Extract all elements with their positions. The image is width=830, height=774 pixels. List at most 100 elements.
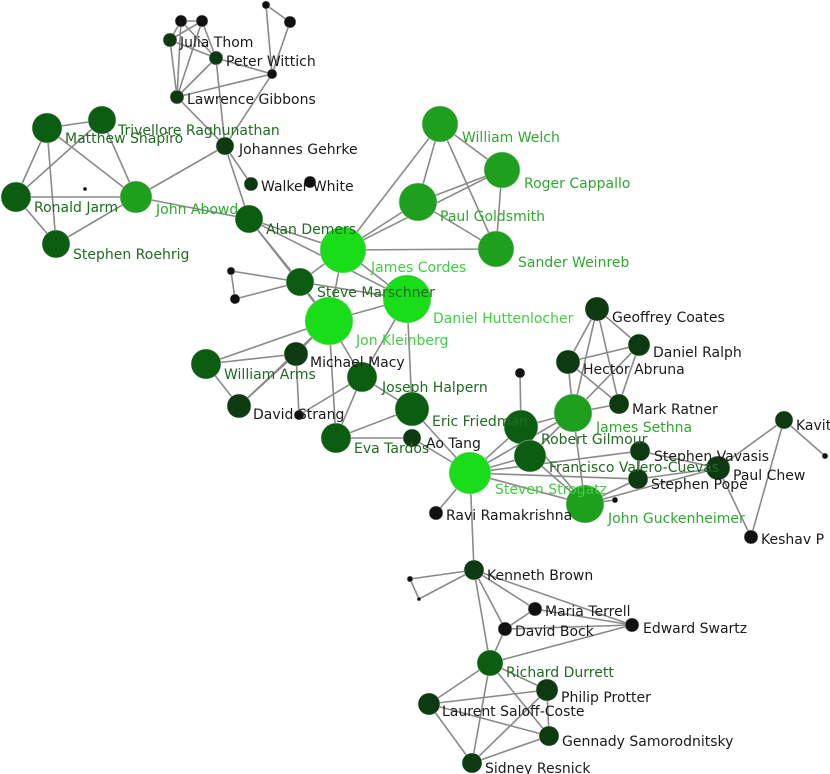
edge-a1-lawrence-gibbons (176, 20, 182, 98)
edge-a5-johannes-gehrke (224, 73, 273, 147)
node-sander-weinreb[interactable] (477, 230, 515, 268)
node-david-bock[interactable] (497, 621, 513, 637)
node-paul-chew[interactable] (705, 455, 731, 481)
node-label-john-abowd: John Abowd (155, 202, 238, 218)
node-john-abowd[interactable] (119, 180, 153, 214)
node-label-eric-friedman: Eric Friedman (432, 414, 528, 430)
node-sidney-resnick[interactable] (461, 752, 483, 774)
node-label-david-bock: David Bock (515, 624, 595, 640)
node-label-ronald-jarm: Ronald Jarm (34, 200, 118, 216)
unlabeled-node[interactable] (229, 293, 241, 305)
node-julia-thom[interactable] (162, 32, 178, 48)
unlabeled-node[interactable] (821, 452, 829, 460)
unlabeled-node[interactable] (303, 175, 317, 189)
node-label-richard-durrett: Richard Durrett (506, 665, 614, 681)
node-william-welch[interactable] (421, 105, 459, 143)
unlabeled-node[interactable] (174, 14, 188, 28)
edge-kenneth-brown-maria-terrell (473, 569, 536, 610)
edge-sander-weinreb-james-cordes (342, 248, 497, 251)
edge-steven-strogatz-stephen-pope (469, 472, 639, 480)
node-peter-wittich[interactable] (208, 50, 224, 66)
node-label-robert-gilmour: Robert Gilmour (541, 432, 648, 448)
unlabeled-node[interactable] (283, 15, 297, 29)
edge-kenneth-brown-david-bock (473, 569, 506, 630)
node-stephen-pope[interactable] (627, 468, 649, 490)
node-kavita[interactable] (774, 410, 794, 430)
node-roger-cappallo[interactable] (483, 151, 521, 189)
node-steve-marschner[interactable] (285, 267, 315, 297)
node-james-sethna[interactable] (553, 393, 593, 433)
node-ronald-jarm[interactable] (0, 181, 32, 213)
node-label-lawrence-gibbons: Lawrence Gibbons (187, 92, 316, 108)
node-paul-goldsmith[interactable] (398, 182, 438, 222)
node-ravi-ramakrishna[interactable] (428, 505, 444, 521)
node-philip-protter[interactable] (535, 678, 559, 702)
node-label-walker-white: Walker White (261, 179, 354, 195)
node-laurent-saloff-coste[interactable] (417, 692, 441, 716)
node-daniel-huttenlocher[interactable] (382, 274, 432, 324)
unlabeled-node[interactable] (611, 496, 619, 504)
edge-a1-peter-wittich (180, 20, 217, 59)
node-label-joseph-halpern: Joseph Halpern (381, 380, 488, 396)
edge-david-bock-edward-swartz (504, 624, 633, 630)
node-label-alan-demers: Alan Demers (266, 222, 356, 238)
unlabeled-node[interactable] (266, 68, 278, 80)
node-alan-demers[interactable] (234, 204, 264, 234)
node-edward-swartz[interactable] (624, 617, 640, 633)
node-stephen-roehrig[interactable] (41, 229, 71, 259)
node-daniel-ralph[interactable] (627, 333, 651, 357)
unlabeled-node[interactable] (293, 409, 305, 421)
node-geoffrey-coates[interactable] (584, 296, 610, 322)
node-hector-abruna[interactable] (555, 349, 581, 375)
unlabeled-node[interactable] (406, 575, 414, 583)
node-walker-white[interactable] (243, 176, 259, 192)
node-label-paul-goldsmith: Paul Goldsmith (440, 209, 545, 225)
node-eric-friedman[interactable] (394, 391, 430, 427)
node-ao-tang[interactable] (402, 428, 422, 448)
node-label-daniel-huttenlocher: Daniel Huttenlocher (433, 311, 574, 327)
node-richard-durrett[interactable] (476, 649, 504, 677)
node-label-james-cordes: James Cordes (370, 260, 466, 276)
node-matthew-shapiro[interactable] (31, 112, 63, 144)
edge-a12-a13 (409, 578, 420, 600)
node-label-jon-kleinberg: Jon Kleinberg (355, 333, 448, 349)
node-kenneth-brown[interactable] (463, 559, 485, 581)
unlabeled-node[interactable] (195, 14, 209, 28)
node-eva-tardos[interactable] (320, 422, 352, 454)
node-joseph-halpern[interactable] (346, 361, 378, 393)
node-david-strang[interactable] (226, 393, 252, 419)
unlabeled-node[interactable] (226, 266, 236, 276)
edge-paul-chew-kavita (717, 419, 785, 469)
node-michael-macy[interactable] (283, 341, 309, 367)
node-label-geoffrey-coates: Geoffrey Coates (612, 310, 725, 326)
node-maria-terrell[interactable] (527, 601, 543, 617)
node-trivellore-raghunathan[interactable] (87, 105, 117, 135)
unlabeled-node[interactable] (261, 0, 271, 10)
node-label-kavita: Kavit (796, 418, 830, 434)
node-stephen-vavasis[interactable] (629, 440, 651, 462)
node-mark-ratner[interactable] (608, 393, 630, 415)
node-francisco-valero-cuevas[interactable] (513, 439, 547, 473)
node-johannes-gehrke[interactable] (215, 136, 235, 156)
unlabeled-node[interactable] (82, 186, 88, 192)
node-label-julia-thom: Julia Thom (179, 35, 253, 51)
node-label-keshav-p: Keshav P (761, 532, 824, 548)
node-keshav-p[interactable] (743, 529, 759, 545)
edge-julia-thom-lawrence-gibbons (169, 39, 178, 98)
node-james-cordes[interactable] (319, 226, 367, 274)
node-gennady-samorodnitsky[interactable] (538, 725, 560, 747)
node-john-guckenheimer[interactable] (565, 484, 605, 524)
node-label-peter-wittich: Peter Wittich (226, 54, 316, 70)
node-steven-strogatz[interactable] (448, 451, 492, 495)
node-label-eva-tardos: Eva Tardos (354, 441, 429, 457)
node-label-steve-marschner: Steve Marschner (317, 285, 435, 301)
node-william-arms[interactable] (190, 348, 222, 380)
unlabeled-node[interactable] (514, 367, 526, 379)
node-label-philip-protter: Philip Protter (561, 690, 651, 706)
node-jon-kleinberg[interactable] (304, 296, 354, 346)
unlabeled-node[interactable] (416, 596, 422, 602)
node-lawrence-gibbons[interactable] (169, 89, 185, 105)
edge-stephen-vavasis-paul-chew (639, 450, 719, 469)
